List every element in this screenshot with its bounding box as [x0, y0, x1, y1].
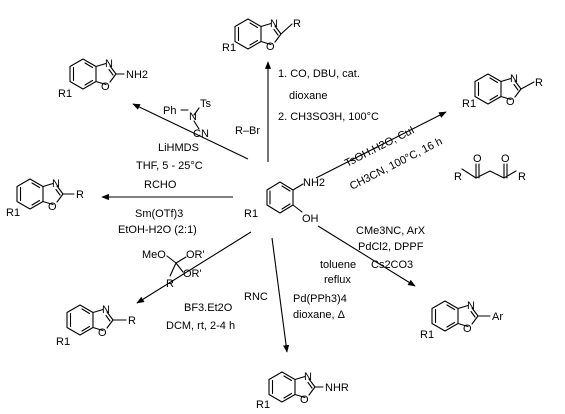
- product-top-left-n: N: [105, 58, 113, 70]
- reagents-bottom-left: MeO OR' OR' R BF3.Et2O DCM, rt, 2-4 h: [142, 249, 235, 332]
- product-top-r1: R1: [222, 42, 236, 54]
- product-top-left-r1: R1: [58, 88, 72, 100]
- reagents-bottom: RNC Pd(PPh3)4 dioxane, Δ: [244, 291, 347, 321]
- reagent-bottom-left-line1: BF3.Et2O: [184, 302, 233, 314]
- product-bottom-left-sub: R: [128, 315, 136, 327]
- reagent-top-line2: dioxane: [289, 90, 328, 102]
- product-bottom-left: N O R R1: [56, 304, 136, 348]
- reagents-bottom-right: CMe3NC, ArX PdCl2, DPPF Cs2CO3 toluene r…: [320, 225, 426, 286]
- reagent-bottom-left-or2: OR': [183, 268, 202, 280]
- reagent-left-line2: Sm(OTf)3: [135, 208, 183, 220]
- reagent-bottom-right-line3: Cs2CO3: [371, 259, 413, 271]
- reagent-top-right-diketone-r1: R: [454, 171, 462, 183]
- product-left: N O R R1: [6, 178, 84, 219]
- reagent-bottom-line2: dioxane, Δ: [293, 309, 346, 321]
- reagents-top: R–Br 1. CO, DBU, cat. dioxane 2. CH3SO3H…: [235, 68, 379, 137]
- center-oh: OH: [302, 213, 319, 225]
- reagent-bottom-line1: Pd(PPh3)4: [293, 293, 347, 305]
- reagent-left-line3: EtOH-H2O (2:1): [118, 224, 197, 236]
- reagent-bottom-left-r: R: [166, 278, 174, 290]
- product-bottom-n: N: [304, 371, 312, 383]
- product-top-right-r1: R1: [462, 98, 476, 110]
- reagent-top-line1: 1. CO, DBU, cat.: [278, 68, 360, 80]
- product-bottom-left-o: O: [98, 327, 107, 339]
- product-top-left-sub: NH2: [126, 69, 148, 81]
- product-left-n: N: [52, 178, 60, 190]
- product-bottom-right-n: N: [467, 300, 475, 312]
- reagent-bottom-left-meo: MeO: [142, 249, 166, 261]
- center-r1: R1: [244, 208, 258, 220]
- product-top-right-n: N: [510, 73, 518, 85]
- reagents-top-left: Ph N Ts CN LiHMDS THF, 5 - 25°C: [136, 98, 212, 172]
- reagent-top-left-line2: THF, 5 - 25°C: [136, 160, 203, 172]
- central-2-aminophenol: NH2 OH R1: [244, 177, 325, 225]
- product-bottom-r1: R1: [256, 399, 270, 411]
- reagent-left-line1: RCHO: [144, 179, 177, 191]
- product-left-sub: R: [76, 189, 84, 201]
- product-bottom-left-n: N: [102, 304, 110, 316]
- product-top-n: N: [270, 18, 278, 30]
- product-top: N O R R1: [222, 18, 301, 54]
- reagent-bottom-left-line2: DCM, rt, 2-4 h: [166, 320, 235, 332]
- product-top-right-o: O: [506, 96, 515, 108]
- center-nh2: NH2: [303, 177, 325, 189]
- product-top-left-o: O: [101, 81, 110, 93]
- product-bottom-right-o: O: [463, 323, 472, 335]
- product-bottom-right: N O Ar R1: [420, 300, 503, 341]
- product-bottom-right-r1: R1: [420, 329, 434, 341]
- product-top-right-sub: R: [535, 77, 543, 89]
- arrow-top-right: [315, 111, 447, 179]
- reagent-top-right-diketone-o1: O: [473, 153, 482, 165]
- arrow-bottom-left: [136, 231, 252, 304]
- product-top-o: O: [266, 41, 275, 53]
- reagent-top-right-diketone-o2: O: [501, 153, 510, 165]
- reagent-top-substrate: R–Br: [235, 125, 260, 137]
- product-bottom-left-r1: R1: [56, 336, 70, 348]
- reagent-top-left-cn: CN: [193, 128, 209, 140]
- product-top-right: N O R R1: [462, 73, 543, 110]
- product-bottom-sub: NHR: [325, 382, 349, 394]
- reagent-bottom-right-line5: reflux: [324, 274, 351, 286]
- arrow-bottom: [271, 237, 290, 353]
- reagent-top-right-diketone-r2: R: [518, 171, 526, 183]
- reagent-top-line3: 2. CH3SO3H, 100°C: [278, 111, 379, 123]
- product-bottom-right-sub: Ar: [492, 311, 503, 323]
- reagent-top-left-line1: LiHMDS: [158, 142, 199, 154]
- reagent-bottom-right-line4: toluene: [320, 259, 356, 271]
- reagent-bottom-left-or1: OR': [186, 249, 205, 261]
- arrow-bottom-right: [317, 225, 416, 287]
- product-bottom-o: O: [300, 394, 309, 406]
- reagent-bottom-right-line2: PdCl2, DPPF: [358, 241, 424, 253]
- product-left-o: O: [48, 201, 57, 213]
- reagent-top-left-n: N: [189, 111, 197, 123]
- arrow-top-left: [132, 103, 249, 160]
- reagents-left: RCHO Sm(OTf)3 EtOH-H2O (2:1): [118, 179, 197, 236]
- reagent-bottom-right-line1: CMe3NC, ArX: [356, 225, 426, 237]
- reagent-bottom-left: RNC: [244, 291, 268, 303]
- product-top-left: N O NH2 R1: [58, 58, 148, 100]
- reagent-top-left-ts: Ts: [200, 98, 212, 110]
- reagent-top-left-ph: Ph: [163, 105, 176, 117]
- product-bottom: N O NHR R1: [256, 371, 349, 411]
- product-top-sub: R: [293, 18, 301, 30]
- reagents-top-right: TsOH.H2O, CuI CH3CN, 100°C, 16 h O O R R: [343, 124, 526, 192]
- product-left-r1: R1: [6, 207, 20, 219]
